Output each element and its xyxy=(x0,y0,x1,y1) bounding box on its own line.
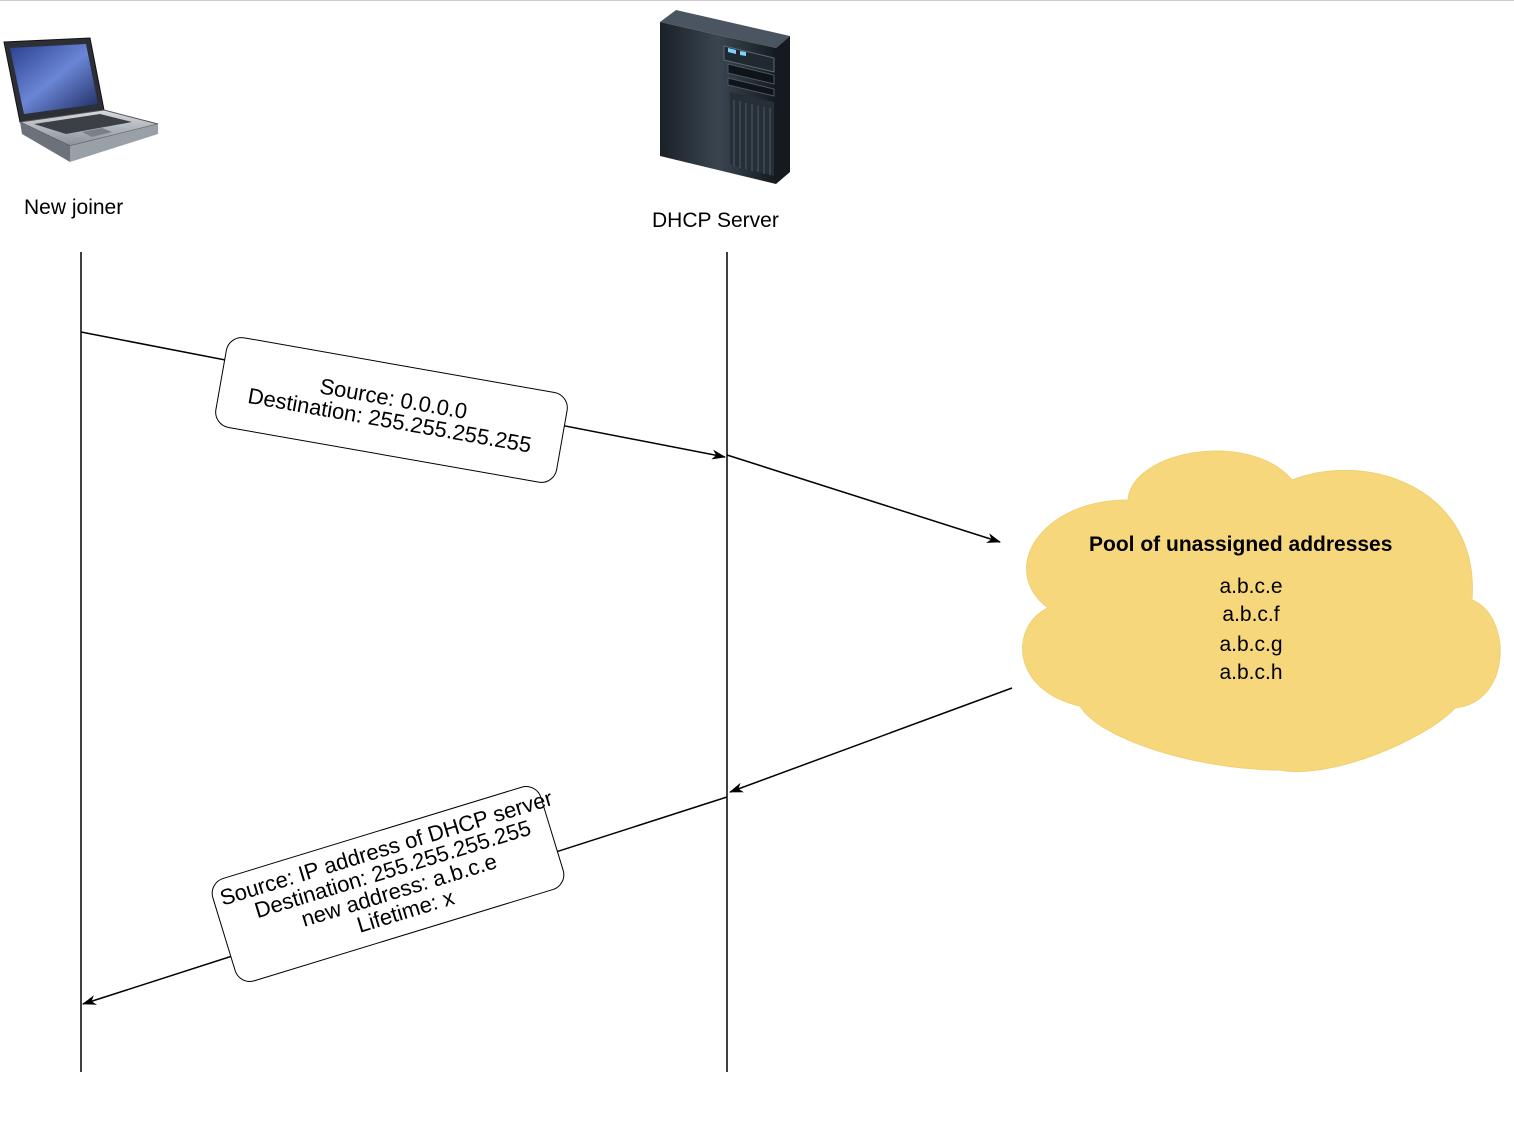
server-label: DHCP Server xyxy=(652,209,779,232)
pool-address: a.b.c.e xyxy=(1219,575,1283,598)
pool-return-arrow xyxy=(729,687,1013,793)
pool-address: a.b.c.f xyxy=(1222,603,1280,626)
client-label: New joiner xyxy=(24,196,124,219)
pool-lookup-arrow xyxy=(726,454,1001,543)
pool-address: a.b.c.g xyxy=(1219,633,1283,656)
top-border xyxy=(0,0,1514,1)
server-tower-icon xyxy=(660,10,790,184)
pool-address: a.b.c.h xyxy=(1219,661,1283,684)
laptop-icon xyxy=(3,37,159,162)
pool-title: Pool of unassigned addresses xyxy=(1089,533,1393,556)
address-pool-cloud xyxy=(1022,450,1501,772)
